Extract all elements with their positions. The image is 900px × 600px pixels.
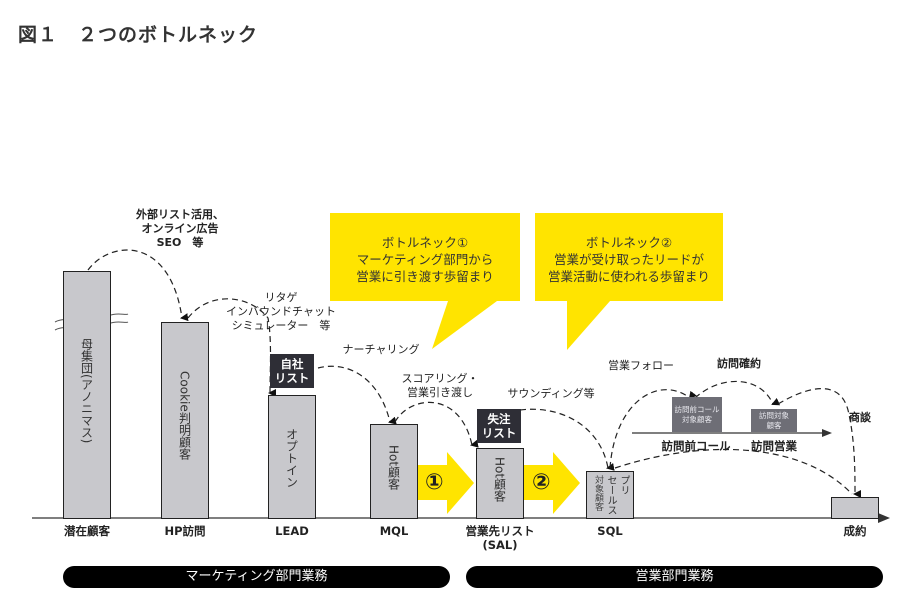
bottleneck-arrow-1: [412, 452, 474, 514]
stage-label-sal-line2: (SAL): [482, 538, 518, 552]
callout-text-2: ボトルネック② 営業が受け取ったリードが 営業活動に使われる歩留まり: [548, 234, 710, 285]
callout-line: 営業に引き渡す歩留まり: [356, 269, 494, 284]
subprocess-label-precall: 訪問前コール: [661, 439, 731, 453]
note-retarget: リタゲ インバウンドチャット シミュレーター 等: [226, 291, 336, 333]
stage-label-sal: 営業先リスト (SAL): [450, 524, 550, 552]
bottleneck-arrow-2: [522, 452, 580, 514]
stage-label-hp-visit: HP訪問: [164, 524, 206, 538]
tag-own-list-line: リスト: [274, 371, 310, 385]
curve-sal-to-sql: [519, 408, 615, 471]
bar-sql-text-3: 対象顧客: [593, 475, 603, 511]
stage-label-lead: LEAD: [275, 524, 309, 538]
callout-line: 営業活動に使われる歩留まり: [548, 269, 710, 284]
stage-label-close: 成約: [843, 524, 867, 538]
callout-text-1: ボトルネック① マーケティング部門から 営業に引き渡す歩留まり: [356, 234, 494, 285]
bar-lead-text: オプトイン: [284, 428, 299, 488]
bar-mql: Hot顧客: [370, 424, 418, 519]
note-retarget-line: リタゲ: [264, 291, 298, 304]
tag-lost-list-line: 失注: [487, 412, 511, 426]
note-scoring: スコアリング・ 営業引き渡し: [402, 372, 479, 400]
tag-own-list: 自社 リスト: [270, 354, 314, 388]
stage-label-potential: 潜在顧客: [64, 524, 110, 538]
bar-lead: オプトイン: [268, 395, 316, 519]
stage-label-sql: SQL: [597, 524, 623, 538]
stage-label-mql: MQL: [379, 524, 409, 538]
note-sales-follow: 営業フォロー: [608, 359, 674, 372]
subprocess-box-line: 顧客: [766, 420, 782, 430]
baseline-arrowhead: [878, 513, 890, 523]
callout-line: マーケティング部門から: [356, 252, 494, 267]
callout-line: ボトルネック①: [381, 235, 469, 250]
curve-precall-to-visit: [694, 380, 781, 406]
note-visit-confirm: 訪問確約: [717, 357, 761, 370]
note-retarget-line: インバウンドチャット: [226, 305, 336, 318]
subprocess-arrowhead: [822, 429, 832, 437]
callout-bubble-2: [535, 213, 723, 350]
figure-title: 図１ ２つのボトルネック: [18, 24, 259, 46]
bar-close: [831, 497, 879, 519]
callout-line: 営業が受け取ったリードが: [553, 252, 705, 267]
note-retarget-line: シミュレーター 等: [231, 319, 331, 332]
bar-hp-visit: Cookie判明顧客: [161, 322, 209, 519]
subprocess-box-line: 対象顧客: [682, 414, 712, 424]
bar-hp-visit-text: Cookie判明顧客: [177, 371, 192, 460]
tag-own-list-line: 自社: [280, 357, 304, 371]
bar-potential: 母集団(アノニマス): [63, 271, 111, 519]
note-sounding: サウンディング等: [507, 387, 595, 400]
curve-potential-to-hp: [87, 249, 189, 322]
note-negotiation: 商談: [849, 411, 871, 424]
department-sales: 営業部門業務: [466, 566, 883, 588]
bottleneck-arrow-2-label: ②: [532, 470, 551, 495]
tag-lost-list: 失注 リスト: [477, 409, 521, 443]
callout-bubble-1: [330, 213, 520, 349]
bar-sql: プリ セールス 対象顧客: [586, 471, 634, 519]
note-external: 外部リスト活用、 オンライン広告 SEO 等: [136, 208, 224, 250]
bar-sal: Hot顧客: [476, 448, 524, 519]
department-marketing: マーケティング部門業務: [63, 566, 450, 588]
curve-visit-to-close: [777, 388, 862, 498]
note-scoring-line: 営業引き渡し: [407, 386, 473, 399]
subprocess-box-line: 訪問対象: [759, 410, 789, 420]
bar-mql-text: Hot顧客: [386, 445, 401, 491]
note-external-line: SEO 等: [156, 236, 204, 249]
note-external-line: 外部リスト活用、: [136, 208, 224, 221]
bar-sql-text-2: セールス: [605, 475, 616, 515]
bar-sal-text: Hot顧客: [492, 457, 507, 503]
note-external-line: オンライン広告: [141, 222, 219, 235]
subprocess-box-visit: 訪問対象 顧客: [751, 409, 797, 432]
subprocess-label-visit: 訪問営業: [751, 439, 797, 453]
stage-label-sal-line1: 営業先リスト: [465, 524, 535, 538]
curve-sql-to-close: [614, 448, 853, 495]
note-nurturing: ナーチャリング: [342, 343, 420, 356]
callout-line: ボトルネック②: [585, 235, 673, 250]
bar-sql-text-1: プリ: [618, 475, 629, 495]
bottleneck-arrow-1-label: ①: [425, 470, 444, 495]
bar-potential-text: 母集団(アノニマス): [79, 338, 94, 444]
tag-lost-list-line: リスト: [481, 426, 517, 440]
curve-sql-to-precall: [609, 389, 697, 469]
subprocess-box-precall: 訪問前コール 対象顧客: [672, 397, 722, 432]
subprocess-box-line: 訪問前コール: [674, 404, 720, 414]
note-scoring-line: スコアリング・: [401, 372, 479, 385]
curve-lead-to-mql: [317, 365, 397, 425]
curve-mql-to-sal: [394, 401, 479, 448]
